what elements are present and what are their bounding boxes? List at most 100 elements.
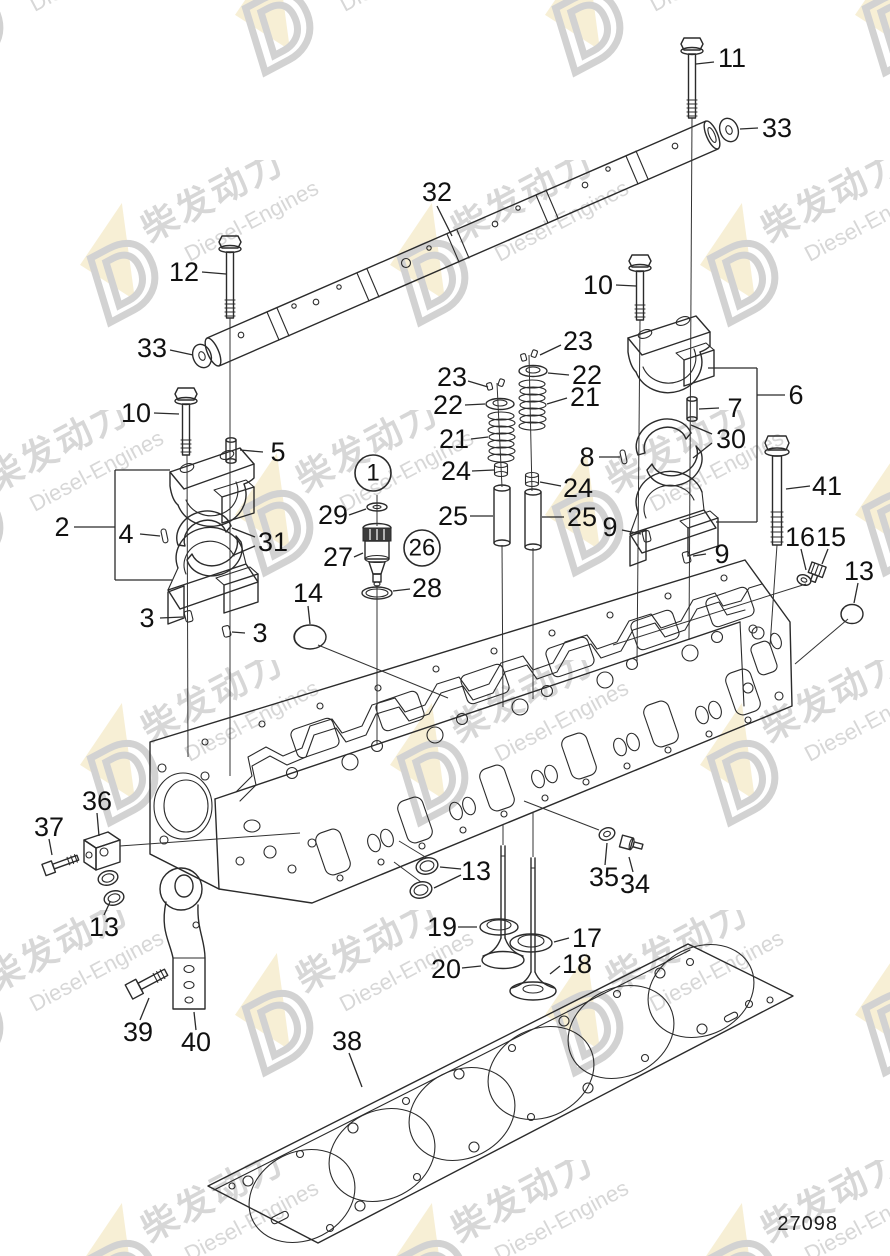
drawing-number: 27098 bbox=[777, 1213, 838, 1235]
callout-label-2: 2 bbox=[54, 512, 69, 542]
leader-line bbox=[800, 548, 807, 571]
callout-label-27: 27 bbox=[323, 542, 353, 572]
seal-13-mid-pair bbox=[409, 857, 439, 899]
callout-label-23: 23 bbox=[563, 326, 593, 356]
leader-line bbox=[690, 424, 713, 435]
callout-label-5: 5 bbox=[270, 437, 285, 467]
callout-label-3: 3 bbox=[252, 618, 267, 648]
bolt-41 bbox=[764, 435, 790, 546]
leader-line bbox=[439, 866, 462, 870]
callout-label-8: 8 bbox=[579, 442, 594, 472]
leader-line bbox=[139, 533, 161, 537]
callout-label-12: 12 bbox=[169, 257, 199, 287]
callout-label-24: 24 bbox=[441, 456, 471, 486]
leader-line bbox=[461, 965, 482, 969]
leader-line bbox=[201, 271, 227, 275]
valve-spring-seat-19 bbox=[479, 918, 519, 936]
bolt-37 bbox=[41, 854, 80, 877]
washer-33-left bbox=[191, 343, 213, 369]
leader-line bbox=[615, 284, 637, 287]
leader-line bbox=[193, 1011, 197, 1031]
callout-label-3: 3 bbox=[139, 603, 154, 633]
callout-label-4: 4 bbox=[118, 519, 133, 549]
axis-line bbox=[393, 861, 422, 883]
rocker-shaft bbox=[204, 120, 721, 367]
callout-label-13: 13 bbox=[844, 556, 874, 586]
leader-line bbox=[692, 553, 707, 557]
washer-33-right bbox=[718, 117, 740, 143]
callout-label-9: 9 bbox=[602, 512, 617, 542]
callout-label-26: 26 bbox=[409, 535, 436, 562]
callout-label-18: 18 bbox=[562, 949, 592, 979]
callout-label-1: 1 bbox=[366, 460, 379, 487]
leader-line bbox=[239, 449, 264, 453]
leader-line bbox=[628, 856, 634, 873]
callout-label-35: 35 bbox=[589, 862, 619, 892]
callout-circle bbox=[354, 454, 392, 492]
callout-label-31: 31 bbox=[258, 527, 288, 557]
leader-line bbox=[539, 481, 562, 487]
leader-line bbox=[307, 605, 311, 625]
leader-line bbox=[96, 812, 100, 837]
leader-line bbox=[539, 344, 562, 356]
leader-line bbox=[471, 469, 495, 472]
axis-line bbox=[119, 832, 301, 847]
callout-label-6: 6 bbox=[788, 380, 803, 410]
bracket-36 bbox=[83, 831, 121, 871]
callout-label-22: 22 bbox=[572, 360, 602, 390]
leader-line bbox=[348, 508, 367, 516]
bolt-10-right bbox=[628, 254, 652, 321]
leader-line bbox=[553, 937, 570, 943]
callout-label-23: 23 bbox=[437, 362, 467, 392]
cup-plug-14 bbox=[293, 624, 327, 650]
screw-34 bbox=[618, 834, 644, 851]
axis-line bbox=[769, 544, 778, 647]
callout-label-20: 20 bbox=[431, 954, 461, 984]
leader-line bbox=[549, 965, 561, 975]
leader-line bbox=[436, 205, 453, 237]
callout-label-38: 38 bbox=[332, 1026, 362, 1056]
leader-line bbox=[103, 901, 111, 916]
callout-label-28: 28 bbox=[412, 573, 442, 603]
axis-line bbox=[398, 840, 428, 859]
callout-label-21: 21 bbox=[439, 424, 469, 454]
clip-9-right bbox=[681, 551, 692, 564]
axis-line bbox=[794, 618, 849, 665]
callout-label-13: 13 bbox=[461, 856, 491, 886]
pin-7 bbox=[686, 396, 698, 422]
callout-label-22: 22 bbox=[433, 390, 463, 420]
callout-label-11: 11 bbox=[718, 43, 746, 73]
leader-line bbox=[159, 616, 184, 619]
axis-line bbox=[186, 454, 189, 758]
washer-35 bbox=[598, 827, 616, 841]
leader-line bbox=[470, 436, 489, 440]
leader-line bbox=[739, 127, 759, 130]
leader-line bbox=[153, 412, 180, 415]
callout-label-24: 24 bbox=[563, 473, 593, 503]
callout-circle bbox=[403, 529, 441, 567]
leader-line bbox=[546, 397, 568, 405]
callout-label-14: 14 bbox=[293, 578, 323, 608]
callout-label-25: 25 bbox=[567, 502, 597, 532]
plug-13-right bbox=[840, 603, 864, 625]
valve-spring-21 bbox=[487, 379, 547, 463]
callout-label-9: 9 bbox=[714, 539, 729, 569]
valve-keepers-23 bbox=[486, 349, 538, 391]
leader-line bbox=[604, 842, 608, 866]
leader-line bbox=[547, 372, 570, 376]
callout-label-17: 17 bbox=[572, 923, 602, 953]
callout-label-32: 32 bbox=[422, 177, 452, 207]
axis-line bbox=[523, 800, 600, 831]
leader-line bbox=[231, 527, 256, 538]
leader-line bbox=[695, 61, 715, 65]
lifting-eye-40 bbox=[159, 867, 206, 1010]
spring-retainer-22 bbox=[485, 364, 548, 411]
callout-label-41: 41 bbox=[812, 471, 842, 501]
callout-label-37: 37 bbox=[34, 812, 64, 842]
leader-line bbox=[392, 588, 411, 592]
valve-20 bbox=[481, 845, 525, 970]
leader-line bbox=[48, 838, 53, 856]
leader-line bbox=[692, 442, 713, 459]
